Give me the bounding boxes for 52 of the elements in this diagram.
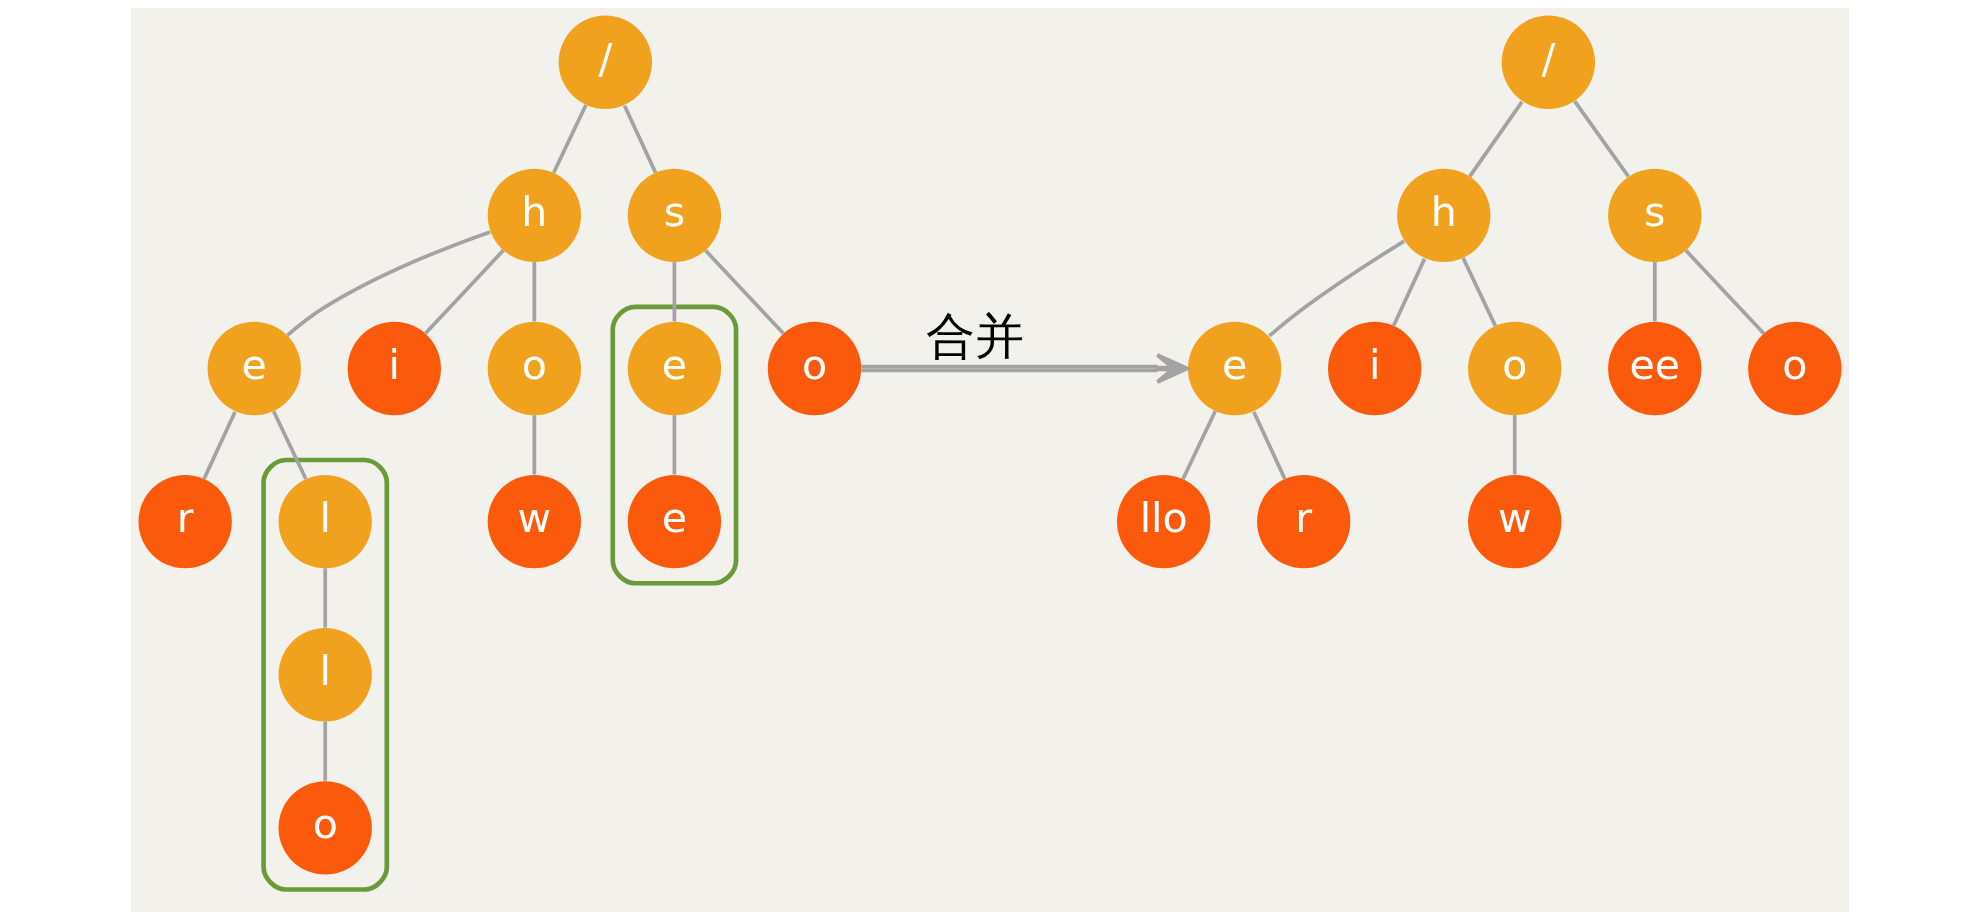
node-circle: o <box>767 321 862 416</box>
node-circle: / <box>558 15 652 109</box>
connector <box>423 249 505 335</box>
connector <box>1268 239 1406 338</box>
connector <box>622 104 658 174</box>
connector <box>672 262 677 322</box>
connector <box>1461 257 1498 327</box>
node-circle: h <box>1397 168 1491 263</box>
node-circle: s <box>1608 168 1702 263</box>
node-circle: w <box>487 474 582 569</box>
node-circle: w <box>1468 474 1562 569</box>
connector <box>323 721 328 781</box>
node-circle: o <box>487 321 582 416</box>
node-circle: h <box>487 168 582 263</box>
node-circle: e <box>627 474 722 569</box>
node-circle: i <box>1328 321 1422 416</box>
connector <box>1252 411 1287 480</box>
node-circle: r <box>1257 474 1351 569</box>
connector <box>1684 249 1766 335</box>
node-circle: e <box>627 321 722 416</box>
connector <box>532 262 537 322</box>
node-circle: s <box>627 168 722 263</box>
node-circle: l <box>278 474 372 569</box>
connector <box>672 415 677 475</box>
connector <box>532 415 537 475</box>
connector <box>1468 100 1524 178</box>
node-circle: e <box>207 321 301 416</box>
edge-label: 合并 <box>925 308 1024 365</box>
cluster <box>610 304 739 586</box>
node-circle: o <box>1468 321 1562 416</box>
connector <box>271 410 308 480</box>
node-circle: l <box>278 628 372 722</box>
connector <box>1391 258 1427 327</box>
node-circle: o <box>1748 321 1842 416</box>
node-circle: r <box>138 474 232 569</box>
connector <box>323 568 328 628</box>
node-circle: e <box>1187 321 1282 416</box>
node-circle: o <box>278 781 372 875</box>
connector <box>202 411 237 480</box>
connector <box>552 104 588 174</box>
node-circle: llo <box>1117 474 1211 569</box>
connector <box>286 230 491 337</box>
node-circle: i <box>347 321 441 416</box>
connector <box>1181 410 1217 480</box>
node-circle: ee <box>1608 321 1702 416</box>
connector <box>1573 99 1630 178</box>
arrow <box>861 353 1190 384</box>
connector <box>704 249 785 335</box>
connector <box>1512 415 1517 475</box>
connector <box>1652 262 1657 322</box>
cluster <box>261 457 390 892</box>
node-circle: / <box>1501 15 1596 109</box>
